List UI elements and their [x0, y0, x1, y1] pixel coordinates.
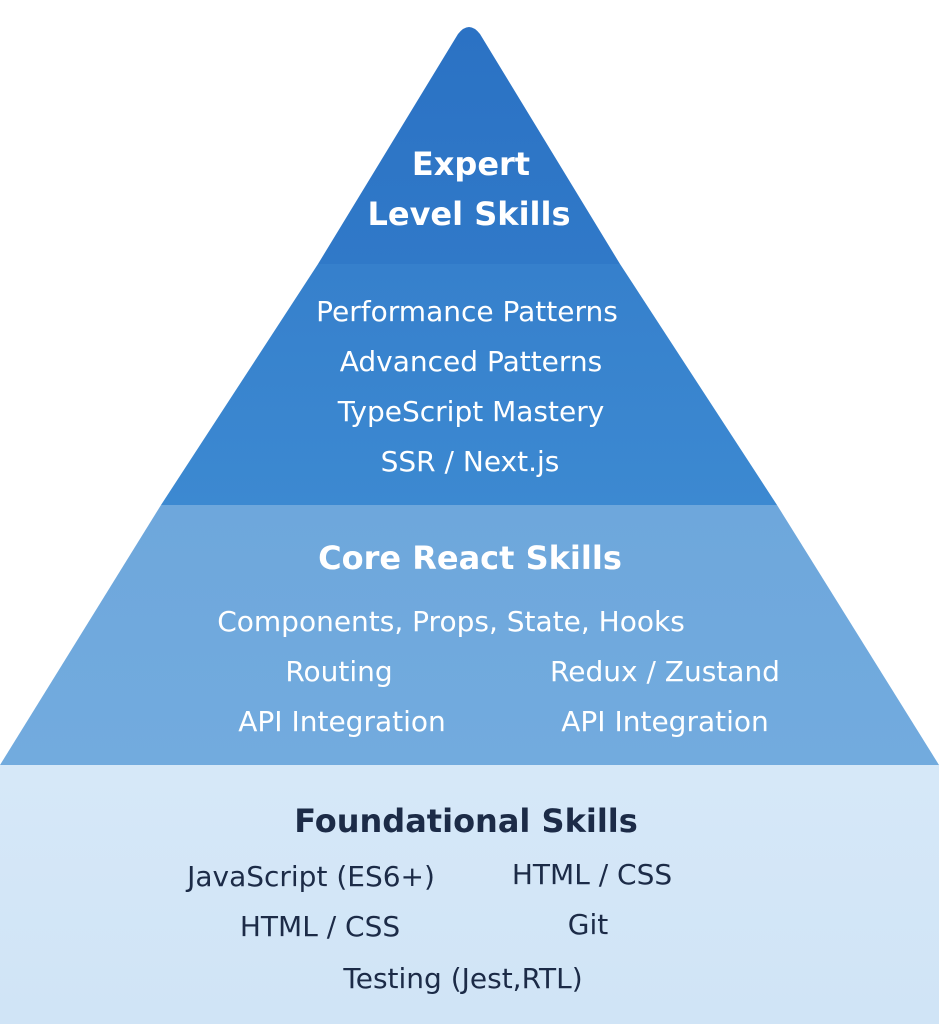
tier-foundational-shape	[0, 765, 939, 1024]
foundational-item-javascript: JavaScript (ES6+)	[187, 860, 435, 893]
core-item-api-left: API Integration	[238, 705, 446, 738]
foundational-item-html-left: HTML / CSS	[239, 910, 401, 943]
expert-title-line2: Level Skills	[367, 195, 571, 233]
foundational-title: Foundational Skills	[294, 802, 638, 840]
core-item-redux: Redux / Zustand	[550, 655, 780, 688]
advanced-item-patterns: Advanced Patterns	[339, 345, 603, 378]
advanced-item-performance: Performance Patterns	[316, 295, 618, 328]
core-item-routing: Routing	[285, 655, 393, 688]
foundational-item-testing: Testing (Jest,RTL)	[343, 962, 583, 995]
tier-core-shape	[0, 505, 939, 765]
tier-advanced-shape	[161, 264, 777, 505]
advanced-item-ssr: SSR / Next.js	[380, 445, 560, 478]
foundational-item-html-right: HTML / CSS	[511, 858, 673, 891]
tier-expert-shape	[318, 27, 620, 264]
advanced-item-typescript: TypeScript Mastery	[337, 395, 605, 428]
foundational-item-git: Git	[567, 908, 609, 941]
core-item-api-right: API Integration	[561, 705, 769, 738]
core-item-components: Components, Props, State, Hooks	[217, 605, 685, 638]
core-title: Core React Skills	[318, 539, 622, 577]
expert-title-line1: Expert	[411, 145, 531, 183]
